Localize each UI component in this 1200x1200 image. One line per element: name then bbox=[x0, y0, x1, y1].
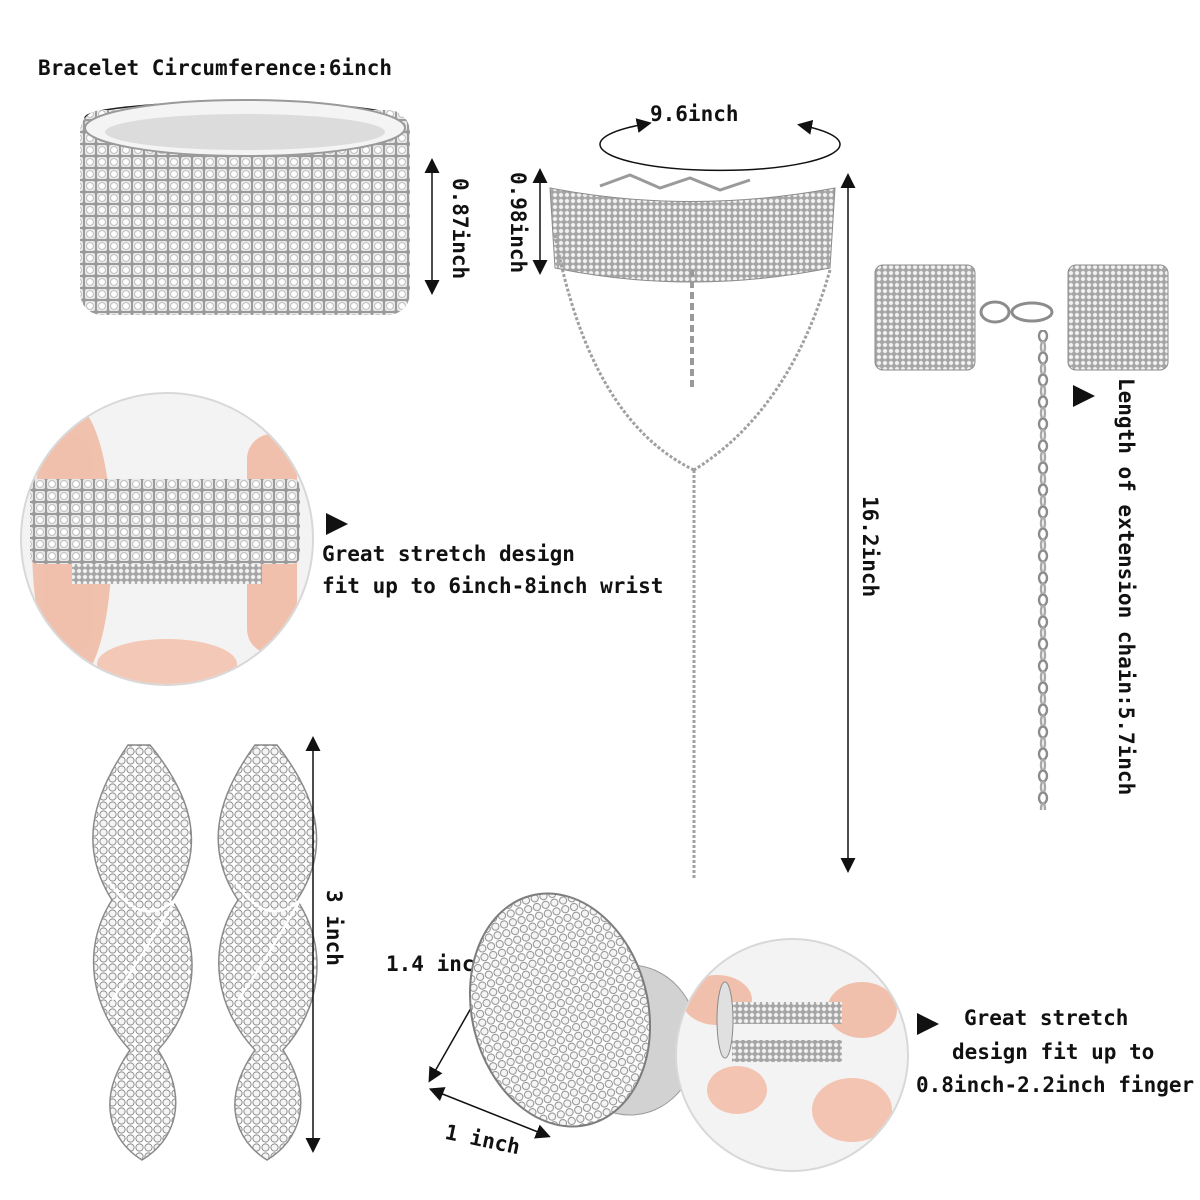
bracelet-circumference-label: Bracelet Circumference:6inch bbox=[38, 56, 393, 80]
bracelet-stretch-line1: Great stretch design bbox=[322, 542, 575, 566]
bracelet-stretch-line2: fit up to 6inch-8inch wrist bbox=[322, 574, 664, 598]
arrowhead-right-icon bbox=[1073, 385, 1095, 407]
ring-stretch-line2: design fit up to bbox=[952, 1040, 1155, 1064]
ring-stretch-photo bbox=[675, 938, 909, 1172]
ring-stretch-line1: Great stretch bbox=[964, 1006, 1129, 1030]
bracelet-stretch-photo bbox=[20, 392, 314, 686]
ring-stretch-line3: 0.8inch-2.2inch finger bbox=[916, 1073, 1195, 1097]
arrowhead-right-icon bbox=[917, 1013, 939, 1035]
arrowhead-right-icon bbox=[326, 513, 348, 535]
